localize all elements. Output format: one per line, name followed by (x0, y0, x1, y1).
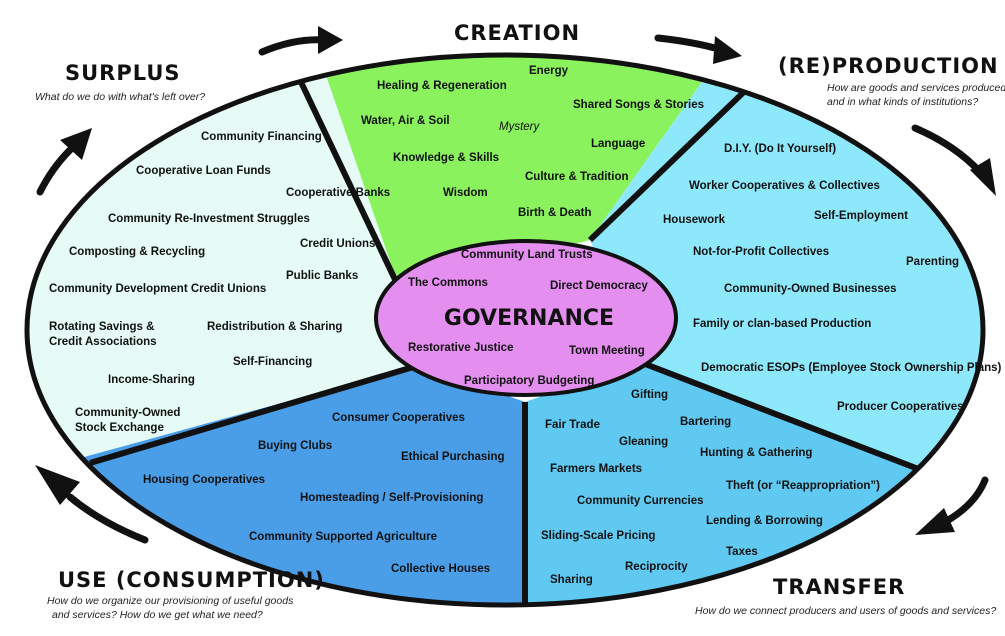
surplus-item: Community-Owned (75, 407, 180, 419)
creation-item: Knowledge & Skills (393, 152, 499, 164)
arrow-reproduction-to-transfer-icon (911, 124, 996, 196)
surplus-heading: SURPLUS (65, 61, 181, 85)
surplus-item: Self-Financing (233, 356, 312, 368)
use-heading: USE (CONSUMPTION) (58, 568, 325, 592)
transfer-item: Sharing (550, 574, 593, 586)
transfer-item: Sliding-Scale Pricing (541, 530, 655, 542)
arrow-surplus-to-creation-icon (258, 26, 343, 56)
transfer-item: Reciprocity (625, 561, 688, 573)
transfer-item: Community Currencies (577, 495, 704, 507)
use-item: Homesteading / Self-Provisioning (300, 492, 483, 504)
use-subtitle-2: and services? How do we get what we need… (52, 609, 263, 621)
reproduction-items: D.I.Y. (Do It Yourself) Worker Cooperati… (663, 143, 1002, 413)
surplus-item: Credit Associations (49, 336, 157, 348)
creation-heading: CREATION (454, 21, 580, 45)
transfer-item: Bartering (680, 416, 731, 428)
outer-oval-outline (24, 52, 986, 608)
transfer-item: Lending & Borrowing (706, 515, 823, 527)
reproduction-subtitle-2: and in what kinds of institutions? (827, 96, 978, 108)
transfer-item: Gifting (631, 389, 668, 401)
transfer-subtitle: How do we connect producers and users of… (695, 605, 996, 617)
use-item: Ethical Purchasing (401, 451, 505, 463)
surplus-item: Redistribution & Sharing (207, 321, 342, 333)
reproduction-heading: (RE)PRODUCTION (778, 54, 999, 78)
reproduction-item: Parenting (906, 256, 959, 268)
surplus-item: Community Re-Investment Struggles (108, 213, 310, 225)
surplus-item: Cooperative Banks (286, 187, 390, 199)
surplus-items: Community Financing Cooperative Loan Fun… (49, 131, 390, 434)
use-item: Consumer Cooperatives (332, 412, 465, 424)
transfer-item: Farmers Markets (550, 463, 642, 475)
reproduction-item: Self-Employment (814, 210, 908, 222)
cycle-arrows (35, 26, 996, 544)
transfer-item: Hunting & Gathering (700, 447, 812, 459)
transfer-heading: TRANSFER (773, 575, 905, 599)
governance-item: Participatory Budgeting (464, 375, 594, 387)
surplus-item: Community Financing (201, 131, 322, 143)
surplus-item: Cooperative Loan Funds (136, 165, 271, 177)
reproduction-item: Community-Owned Businesses (724, 283, 897, 295)
governance-heading: GOVERNANCE (444, 306, 614, 331)
use-items: Consumer Cooperatives Buying Clubs Ethic… (143, 412, 505, 575)
creation-item: Culture & Tradition (525, 171, 629, 183)
creation-item: Shared Songs & Stories (573, 99, 704, 111)
surplus-item: Stock Exchange (75, 422, 164, 434)
creation-mystery: Mystery (499, 121, 541, 133)
reproduction-subtitle-1: How are goods and services produced (827, 82, 1005, 94)
reproduction-item: D.I.Y. (Do It Yourself) (724, 143, 836, 155)
governance-oval (374, 239, 678, 397)
arrow-creation-to-reproduction-icon (654, 34, 742, 64)
creation-item: Birth & Death (518, 207, 591, 219)
governance-item: Restorative Justice (408, 342, 513, 354)
reproduction-item: Producer Cooperatives (837, 401, 964, 413)
transfer-items: Gifting Fair Trade Bartering Gleaning Hu… (541, 389, 880, 586)
creation-item: Energy (529, 65, 569, 77)
governance-item: Town Meeting (569, 345, 645, 357)
sector-dividers (89, 78, 936, 605)
transfer-item: Gleaning (619, 436, 668, 448)
use-item: Collective Houses (391, 563, 490, 575)
governance-items: Community Land Trusts The Commons Direct… (408, 249, 648, 387)
reproduction-item: Worker Cooperatives & Collectives (689, 180, 880, 192)
arrow-use-to-surplus-icon (35, 465, 149, 544)
creation-item: Wisdom (443, 187, 488, 199)
use-item: Housing Cooperatives (143, 474, 265, 486)
creation-item: Healing & Regeneration (377, 80, 507, 92)
reproduction-item: Housework (663, 214, 726, 226)
reproduction-item: Family or clan-based Production (693, 318, 871, 330)
surplus-item: Public Banks (286, 270, 358, 282)
use-subtitle-1: How do we organize our provisioning of u… (47, 595, 294, 607)
surplus-item: Credit Unions (300, 238, 375, 250)
surplus-item: Rotating Savings & (49, 321, 154, 333)
arrow-surplus-up-icon (36, 128, 92, 196)
surplus-item: Community Development Credit Unions (49, 283, 266, 295)
use-item: Buying Clubs (258, 440, 332, 452)
governance-item: Community Land Trusts (461, 249, 593, 261)
use-item: Community Supported Agriculture (249, 531, 437, 543)
reproduction-item: Democratic ESOPs (Employee Stock Ownersh… (701, 362, 1002, 374)
governance-item: The Commons (408, 277, 488, 289)
creation-sector (300, 55, 760, 290)
reproduction-item: Not-for-Profit Collectives (693, 246, 829, 258)
surplus-item: Income-Sharing (108, 374, 195, 386)
surplus-item: Composting & Recycling (69, 246, 205, 258)
surplus-subtitle: What do we do with what's left over? (35, 91, 205, 103)
creation-items: Energy Healing & Regeneration Shared Son… (361, 65, 704, 219)
governance-item: Direct Democracy (550, 280, 648, 292)
creation-item: Language (591, 138, 645, 150)
transfer-item: Taxes (726, 546, 758, 558)
creation-item: Water, Air & Soil (361, 115, 450, 127)
transfer-item: Fair Trade (545, 419, 600, 431)
arrow-transfer-to-use-icon (915, 476, 989, 535)
transfer-item: Theft (or “Reappropriation”) (726, 480, 880, 492)
